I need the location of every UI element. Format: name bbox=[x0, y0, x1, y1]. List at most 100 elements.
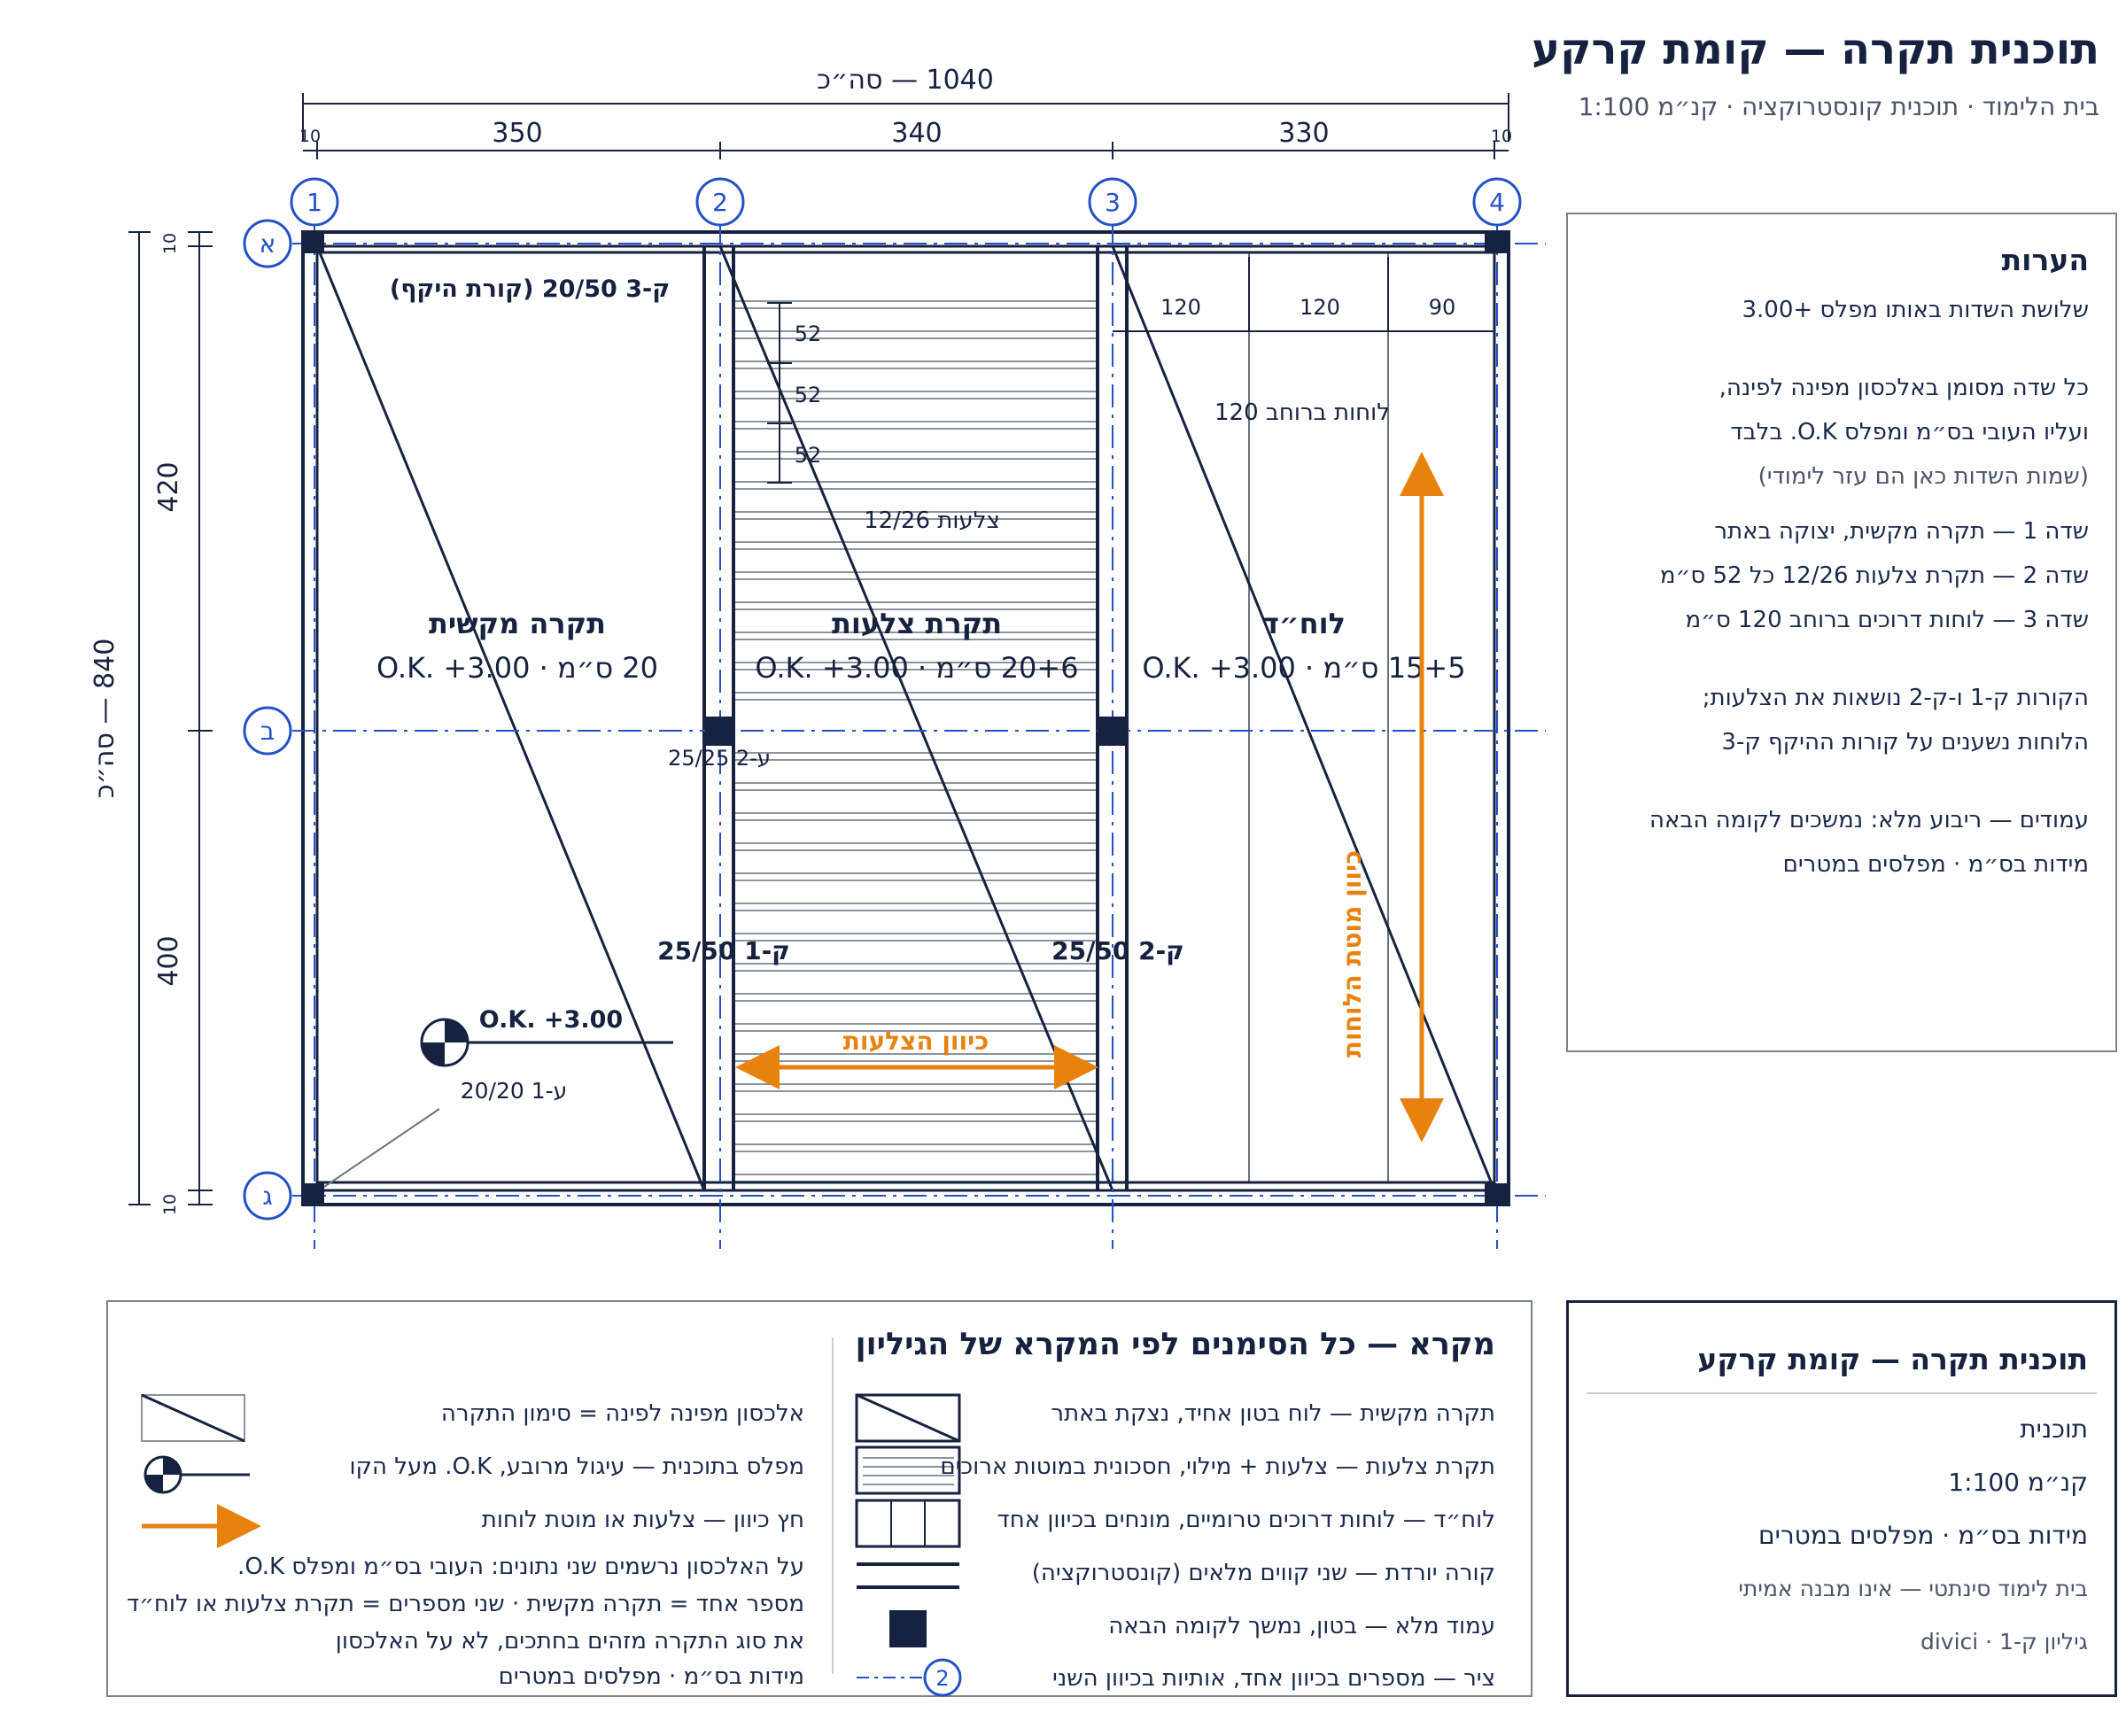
axis-lines bbox=[292, 221, 1546, 1249]
level-marker-icon bbox=[420, 1018, 673, 1067]
rib-spacing-2: 52 bbox=[795, 383, 822, 407]
beam-2-label: ק-2 25/50 bbox=[1051, 936, 1184, 965]
legend-item: אלכסון מפינה לפינה = סימון התקרה bbox=[440, 1400, 804, 1427]
axis-label-alef: א bbox=[260, 229, 276, 259]
plank-lines bbox=[1248, 252, 1389, 1182]
column-mid-label: ע-2 25/25 bbox=[668, 746, 771, 771]
dim-span-1: 350 bbox=[492, 118, 542, 149]
legend-slab-plank-icon bbox=[855, 1499, 961, 1548]
title-block-row: גיליון ק-1 · divici bbox=[1920, 1629, 2088, 1655]
title-block-row: קנ״מ 1:100 bbox=[1948, 1468, 2088, 1497]
axis-label-1: 1 bbox=[306, 188, 322, 217]
legend-item: ציר — מספרים בכיוון אחד, אותיות בכיוון ה… bbox=[1052, 1665, 1495, 1692]
legend-column-icon bbox=[889, 1610, 927, 1647]
plank-width-label: לוחות ברוחב 120 bbox=[1214, 399, 1390, 426]
axis-label-3: 3 bbox=[1105, 188, 1121, 217]
rib-direction-label: כיוון הצלעות bbox=[843, 1027, 989, 1056]
legend-item: תקרה מקשית — לוח בטון אחיד, נצקת באתר bbox=[1051, 1400, 1495, 1427]
dim-total-vertical: 840 — סה״כ bbox=[89, 639, 120, 799]
beam-perimeter-label: ק-3 20/50 (קורת היקף) bbox=[390, 275, 670, 303]
legend-item: על האלכסון נרשמים שני נתונים: העובי בס״מ… bbox=[237, 1554, 804, 1580]
legend-item: עמוד מלא — בטון, נמשך לקומה הבאה bbox=[1108, 1613, 1495, 1639]
legend-panel: מקרא — כל הסימנים לפי המקרא של הגיליון bbox=[106, 1300, 1532, 1697]
legend-item: קורה יורדת — שני קווים מלאים (קונסטרוקצי… bbox=[1031, 1560, 1495, 1586]
legend-slab-solid-icon bbox=[855, 1393, 961, 1443]
legend-item: חץ כיוון — צלעות או מוטת לוחות bbox=[481, 1507, 804, 1533]
floor-plan-drawing: 1040 — סה״כ 350 340 330 10 10 840 — סה״כ… bbox=[89, 65, 1546, 1249]
slab-2-spec: 20+6 ס״מ · O.K. +3.00 bbox=[755, 651, 1078, 685]
left-dimensions bbox=[128, 231, 213, 1205]
dim-span-2: 340 bbox=[891, 118, 942, 149]
notes-title: הערות bbox=[2001, 243, 2089, 277]
slab-3-name: לוח״ד bbox=[1262, 607, 1346, 640]
title-block-row: תוכנית bbox=[2020, 1414, 2088, 1444]
plank-dimensions bbox=[1113, 257, 1494, 332]
column-leader-line bbox=[323, 1108, 440, 1188]
column-corner-label: ע-1 20/20 bbox=[461, 1078, 568, 1104]
slab-3-spec: 15+5 ס״מ · O.K. +3.00 bbox=[1142, 651, 1465, 685]
rib-lines bbox=[733, 300, 1098, 1182]
legend-item: את סוג התקרה מזהים בחתכים, לא על האלכסון bbox=[335, 1628, 804, 1655]
legend-diagonal-icon bbox=[141, 1393, 245, 1443]
note-line: כל שדה מסומן באלכסון מפינה לפינה, bbox=[1719, 375, 2089, 401]
legend-level-icon bbox=[144, 1455, 250, 1494]
page-title: תוכנית תקרה — קומת קרקע bbox=[1532, 25, 2099, 74]
title-block: תוכנית תקרה — קומת קרקע תוכנית קנ״מ 1:10… bbox=[1566, 1300, 2117, 1697]
legend-item: לוח״ד — לוחות דרוכים טרומיים, מונחים בכי… bbox=[997, 1507, 1495, 1533]
slab-1-spec: 20 ס״מ · O.K. +3.00 bbox=[376, 651, 658, 685]
title-block-title: תוכנית תקרה — קומת קרקע bbox=[1697, 1342, 2088, 1376]
beams bbox=[301, 230, 1510, 1206]
axis-bubbles bbox=[243, 177, 1522, 1221]
dim-edge-left: 10 bbox=[299, 127, 321, 146]
legend-axis-icon bbox=[857, 1658, 962, 1697]
legend-axis-sample-label: 2 bbox=[935, 1666, 949, 1691]
note-line: מידות בס״מ · מפלסים במטרים bbox=[1782, 851, 2089, 878]
top-dimensions bbox=[302, 93, 1509, 159]
legend-item: מידות בס״מ · מפלסים במטרים bbox=[498, 1663, 804, 1690]
legend-title: מקרא — כל הסימנים לפי המקרא של הגיליון bbox=[855, 1327, 1495, 1362]
note-line: שדה 2 — תקרת צלעות 12/26 כל 52 ס״מ bbox=[1659, 562, 2089, 589]
plank-dim-3: 90 bbox=[1429, 295, 1456, 320]
dim-span-3: 330 bbox=[1278, 118, 1329, 149]
legend-beam-icon bbox=[857, 1562, 959, 1589]
rib-spacing-dimension bbox=[767, 302, 792, 484]
plank-dim-2: 120 bbox=[1300, 295, 1340, 320]
note-line: שלושת השדות באותו מפלס +3.00 bbox=[1742, 297, 2089, 323]
legend-symbols: 2 bbox=[141, 1337, 962, 1697]
notes-panel: הערות שלושת השדות באותו מפלס +3.00 כל שד… bbox=[1566, 213, 2117, 1052]
note-line: (שמות השדות כאן הם עזר לימודי) bbox=[1757, 463, 2089, 490]
dim-total-horizontal: 1040 — סה״כ bbox=[817, 65, 994, 96]
legend-slab-ribbed-icon bbox=[855, 1445, 961, 1495]
axis-label-4: 4 bbox=[1489, 188, 1505, 217]
dim-edge-right: 10 bbox=[1491, 127, 1512, 146]
legend-item: מספר אחד = תקרה מקשית · שני מספרים = תקר… bbox=[126, 1591, 804, 1617]
page-subtitle: בית הלימוד · תוכנית קונסטרוקציה · קנ״מ 1… bbox=[1578, 92, 2099, 121]
title-block-row: בית לימוד סינתטי — אינו מבנה אמיתי bbox=[1738, 1576, 2088, 1601]
note-line: ועליו העובי בס״מ ומפלס O.K. בלבד bbox=[1730, 419, 2089, 446]
slab-1-name: תקרה מקשית bbox=[429, 607, 606, 640]
note-line: שדה 1 — תקרה מקשית, יצוקה באתר bbox=[1714, 518, 2089, 545]
legend-item: מפלס בתוכנית — עיגול מרובע, O.K. מעל הקו bbox=[349, 1453, 804, 1480]
note-line: הלוחות נשענים על קורות ההיקף ק-3 bbox=[1721, 729, 2089, 756]
dim-edge-bottom: 10 bbox=[160, 1194, 180, 1215]
rib-size-label: צלעות 12/26 bbox=[864, 508, 1000, 534]
axis-label-2: 2 bbox=[712, 188, 728, 217]
dim-edge-top: 10 bbox=[160, 233, 180, 254]
level-marker-label: O.K. +3.00 bbox=[479, 1006, 623, 1034]
note-line: עמודים — ריבוע מלא: נמשכים לקומה הבאה bbox=[1649, 807, 2089, 833]
axis-label-bet: ב bbox=[260, 717, 275, 746]
note-line: הקורות ק-1 ו-ק-2 נושאות את הצלעות; bbox=[1702, 685, 2089, 711]
legend-item: תקרת צלעות — צלעות + מילוי, חסכונית במוט… bbox=[940, 1453, 1495, 1480]
plank-direction-label: כיוון מוטת הלוחות bbox=[1338, 850, 1367, 1058]
dim-row-2: 400 bbox=[153, 935, 184, 986]
axis-label-gimel: ג bbox=[262, 1182, 273, 1211]
title-block-row: מידות בס״מ · מפלסים במטרים bbox=[1758, 1521, 2088, 1550]
title-block-divider bbox=[1587, 1392, 2097, 1394]
columns bbox=[301, 230, 1508, 1206]
slab-2-name: תקרת צלעות bbox=[832, 607, 1002, 640]
rib-spacing-1: 52 bbox=[795, 322, 822, 346]
plank-dim-1: 120 bbox=[1160, 295, 1201, 320]
beam-1-label: ק-1 25/50 bbox=[657, 936, 790, 965]
note-line: שדה 3 — לוחות דרוכים ברוחב 120 ס״מ bbox=[1685, 607, 2089, 633]
dim-row-1: 420 bbox=[153, 461, 184, 512]
